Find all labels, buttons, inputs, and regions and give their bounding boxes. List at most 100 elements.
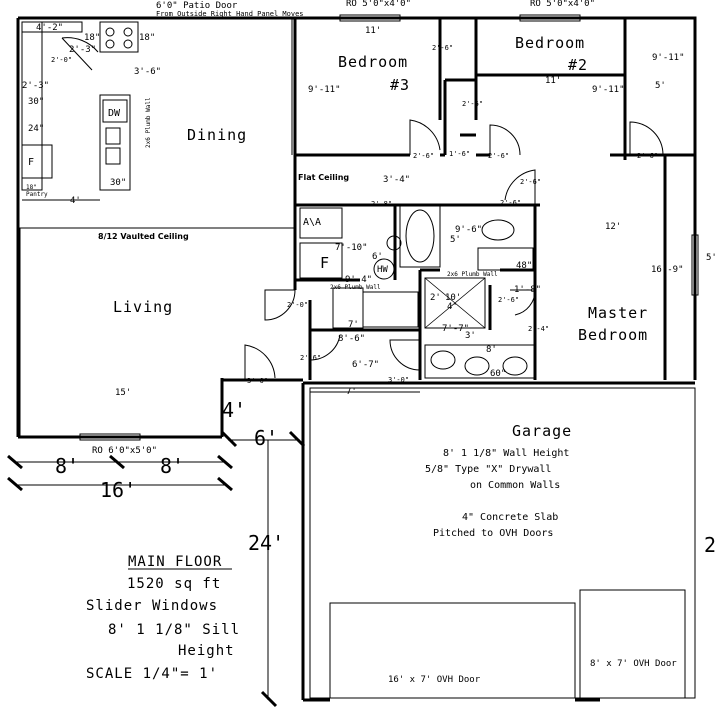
dim: 4' bbox=[447, 302, 458, 312]
room-labels: Dining Living Bedroom #3 Bedroom #2 Mast… bbox=[113, 34, 648, 440]
door-swings bbox=[244, 119, 664, 380]
dim: 48" bbox=[516, 261, 532, 271]
plumb-wall-label-2: 2x6 Plumb Wall bbox=[447, 271, 498, 278]
dim: 10' bbox=[445, 293, 461, 303]
dim: 2'-6" bbox=[413, 152, 434, 160]
patio-door-note-2: From Outside Right Hand Panel Moves bbox=[156, 10, 304, 18]
dim: 2'-6" bbox=[500, 199, 521, 207]
dim: 1'-8" bbox=[514, 285, 541, 295]
dim: 3'-0" bbox=[388, 376, 409, 384]
water-heater-label: HW bbox=[377, 265, 388, 275]
title-block: MAIN FLOOR 1520 sq ft Slider Windows 8' … bbox=[86, 554, 239, 682]
dim: 2'-3" bbox=[69, 45, 96, 55]
garage-note-1: 8' 1 1/8" Wall Height bbox=[443, 448, 569, 459]
dim: 2'-6" bbox=[637, 152, 658, 160]
exterior-walls bbox=[16, 16, 697, 702]
dim: 9'-6" bbox=[455, 225, 482, 235]
dim: 16'-9" bbox=[651, 265, 684, 275]
room-bedroom3-b: #3 bbox=[390, 76, 410, 94]
dim: 7'-7" bbox=[442, 324, 469, 334]
pantry-size: 18" bbox=[26, 184, 37, 191]
dim: 15' bbox=[115, 388, 131, 398]
dim: 24" bbox=[28, 124, 44, 134]
title-main-floor: MAIN FLOOR bbox=[128, 554, 222, 570]
furnace-label: F bbox=[320, 254, 330, 272]
dim: 6' bbox=[372, 252, 383, 262]
dim: 30" bbox=[28, 97, 44, 107]
dim: 4'-2" bbox=[36, 23, 63, 33]
bath-fixtures bbox=[299, 204, 536, 379]
dim: 3' bbox=[465, 331, 476, 341]
ovh-door-8: 8' x 7' OVH Door bbox=[590, 659, 677, 669]
plumb-wall-label-1: 2x6 Plumb Wall bbox=[330, 284, 381, 291]
dim-right-edge: 2 bbox=[704, 533, 715, 557]
dim: 9'-4" bbox=[345, 275, 372, 285]
title-scale: SCALE 1/4"= 1' bbox=[86, 666, 218, 682]
dim: 2'-6" bbox=[432, 44, 453, 52]
interior-walls bbox=[18, 18, 695, 380]
dim: 9'-11" bbox=[308, 85, 341, 95]
dim: 2'-0" bbox=[287, 301, 308, 309]
dim-16ft: 16' bbox=[100, 478, 136, 502]
garage-note-3: on Common Walls bbox=[470, 480, 560, 491]
dim: 18" bbox=[139, 33, 155, 43]
fridge-label: F bbox=[28, 157, 34, 168]
fixture-labels: Flat Ceiling 8/12 Vaulted Ceiling DW F 1… bbox=[26, 97, 677, 685]
dim-6ft: 6' bbox=[254, 426, 278, 450]
dim: 4' bbox=[70, 196, 81, 206]
dim: 7' bbox=[348, 320, 359, 330]
dim: 60" bbox=[490, 369, 506, 379]
dim: 2' bbox=[430, 293, 441, 303]
dim: 1'-6" bbox=[449, 150, 470, 158]
title-windows: Slider Windows bbox=[86, 598, 218, 614]
room-garage: Garage bbox=[512, 422, 572, 440]
dim: 2'-6" bbox=[488, 152, 509, 160]
kitchen-fixtures bbox=[21, 21, 139, 201]
garage-note-5: Pitched to OVH Doors bbox=[433, 528, 553, 539]
dim: 2'-6" bbox=[300, 354, 321, 362]
dim: 2'-6" bbox=[462, 100, 483, 108]
dim: 7' bbox=[346, 387, 357, 397]
dim: 3'-4" bbox=[383, 175, 410, 185]
patio-door-note: 6'0" Patio Door bbox=[156, 1, 238, 11]
dim: 6'-7" bbox=[352, 360, 379, 370]
dim: 2'-6" bbox=[520, 178, 541, 186]
dim: 7'-10" bbox=[335, 243, 368, 253]
dim: 18" bbox=[84, 33, 100, 43]
dishwasher-label: DW bbox=[108, 108, 121, 119]
window-ro-bottom: RO 6'0"x5'0" bbox=[92, 446, 157, 456]
dim: 9'-11" bbox=[592, 85, 625, 95]
garage bbox=[309, 387, 696, 699]
dim-8ft-a: 8' bbox=[55, 454, 79, 478]
dim: 2'-4" bbox=[528, 325, 549, 333]
dim: 2'-8" bbox=[371, 200, 392, 208]
plumb-wall-label-3: 2x6 Plumb Wall bbox=[145, 97, 152, 148]
title-area: 1520 sq ft bbox=[127, 576, 221, 592]
room-bedroom2-b: #2 bbox=[568, 56, 588, 74]
dim: 11' bbox=[365, 26, 381, 36]
dim: 5' bbox=[655, 81, 666, 91]
dim: 3'-0" bbox=[247, 377, 268, 385]
dim: 11' bbox=[545, 76, 561, 86]
dim-8ft-b: 8' bbox=[160, 454, 184, 478]
windows bbox=[79, 14, 699, 441]
vaulted-ceiling-label: 8/12 Vaulted Ceiling bbox=[98, 232, 189, 241]
pantry-label: Pantry bbox=[26, 191, 48, 198]
dim: 2'-6" bbox=[498, 296, 519, 304]
room-master-a: Master bbox=[588, 304, 648, 322]
dim-4ft: 4' bbox=[222, 398, 246, 422]
room-bedroom2-a: Bedroom bbox=[515, 34, 585, 52]
dim: 9'-11" bbox=[652, 53, 685, 63]
garage-notes: 8' 1 1/8" Wall Height 5/8" Type "X" Dryw… bbox=[425, 448, 569, 539]
dim: 30" bbox=[110, 178, 126, 188]
garage-note-4: 4" Concrete Slab bbox=[462, 512, 558, 523]
title-height: Height bbox=[178, 643, 235, 659]
dim: 3'-6" bbox=[134, 67, 161, 77]
dimension-labels: 4'-2" 18" 18" 2'-3" 2'-0" 3'-6" 2'-3" 30… bbox=[22, 23, 715, 557]
room-living: Living bbox=[113, 298, 173, 316]
ac-label: A\A bbox=[303, 217, 321, 228]
dim: 2'-0" bbox=[51, 56, 72, 64]
room-master-b: Bedroom bbox=[578, 326, 648, 344]
room-dining: Dining bbox=[187, 126, 247, 144]
